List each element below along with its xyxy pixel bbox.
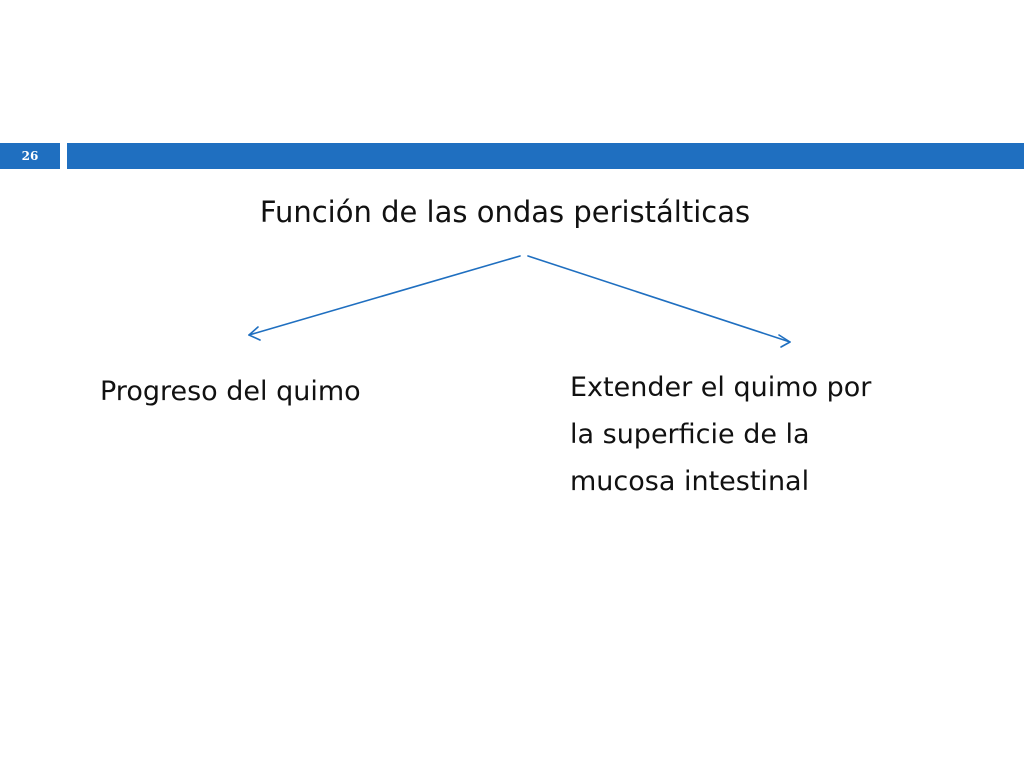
header-bar bbox=[67, 143, 1024, 169]
page-number-badge: 26 bbox=[0, 143, 60, 169]
left-arrow-head bbox=[248, 326, 261, 341]
right-arrow-line bbox=[527, 255, 791, 343]
right-branch-line-1: Extender el quimo por bbox=[570, 372, 872, 403]
right-branch-line-3: mucosa intestinal bbox=[570, 466, 810, 497]
left-branch-text: Progreso del quimo bbox=[100, 376, 361, 407]
page-number: 26 bbox=[21, 149, 39, 163]
diagram-title: Función de las ondas peristálticas bbox=[259, 195, 751, 229]
right-arrow-head bbox=[778, 334, 791, 348]
right-branch-text: Extender el quimo por la superficie de l… bbox=[570, 364, 970, 505]
right-branch-line-2: la superficie de la bbox=[570, 419, 810, 450]
left-arrow-line bbox=[248, 255, 521, 336]
